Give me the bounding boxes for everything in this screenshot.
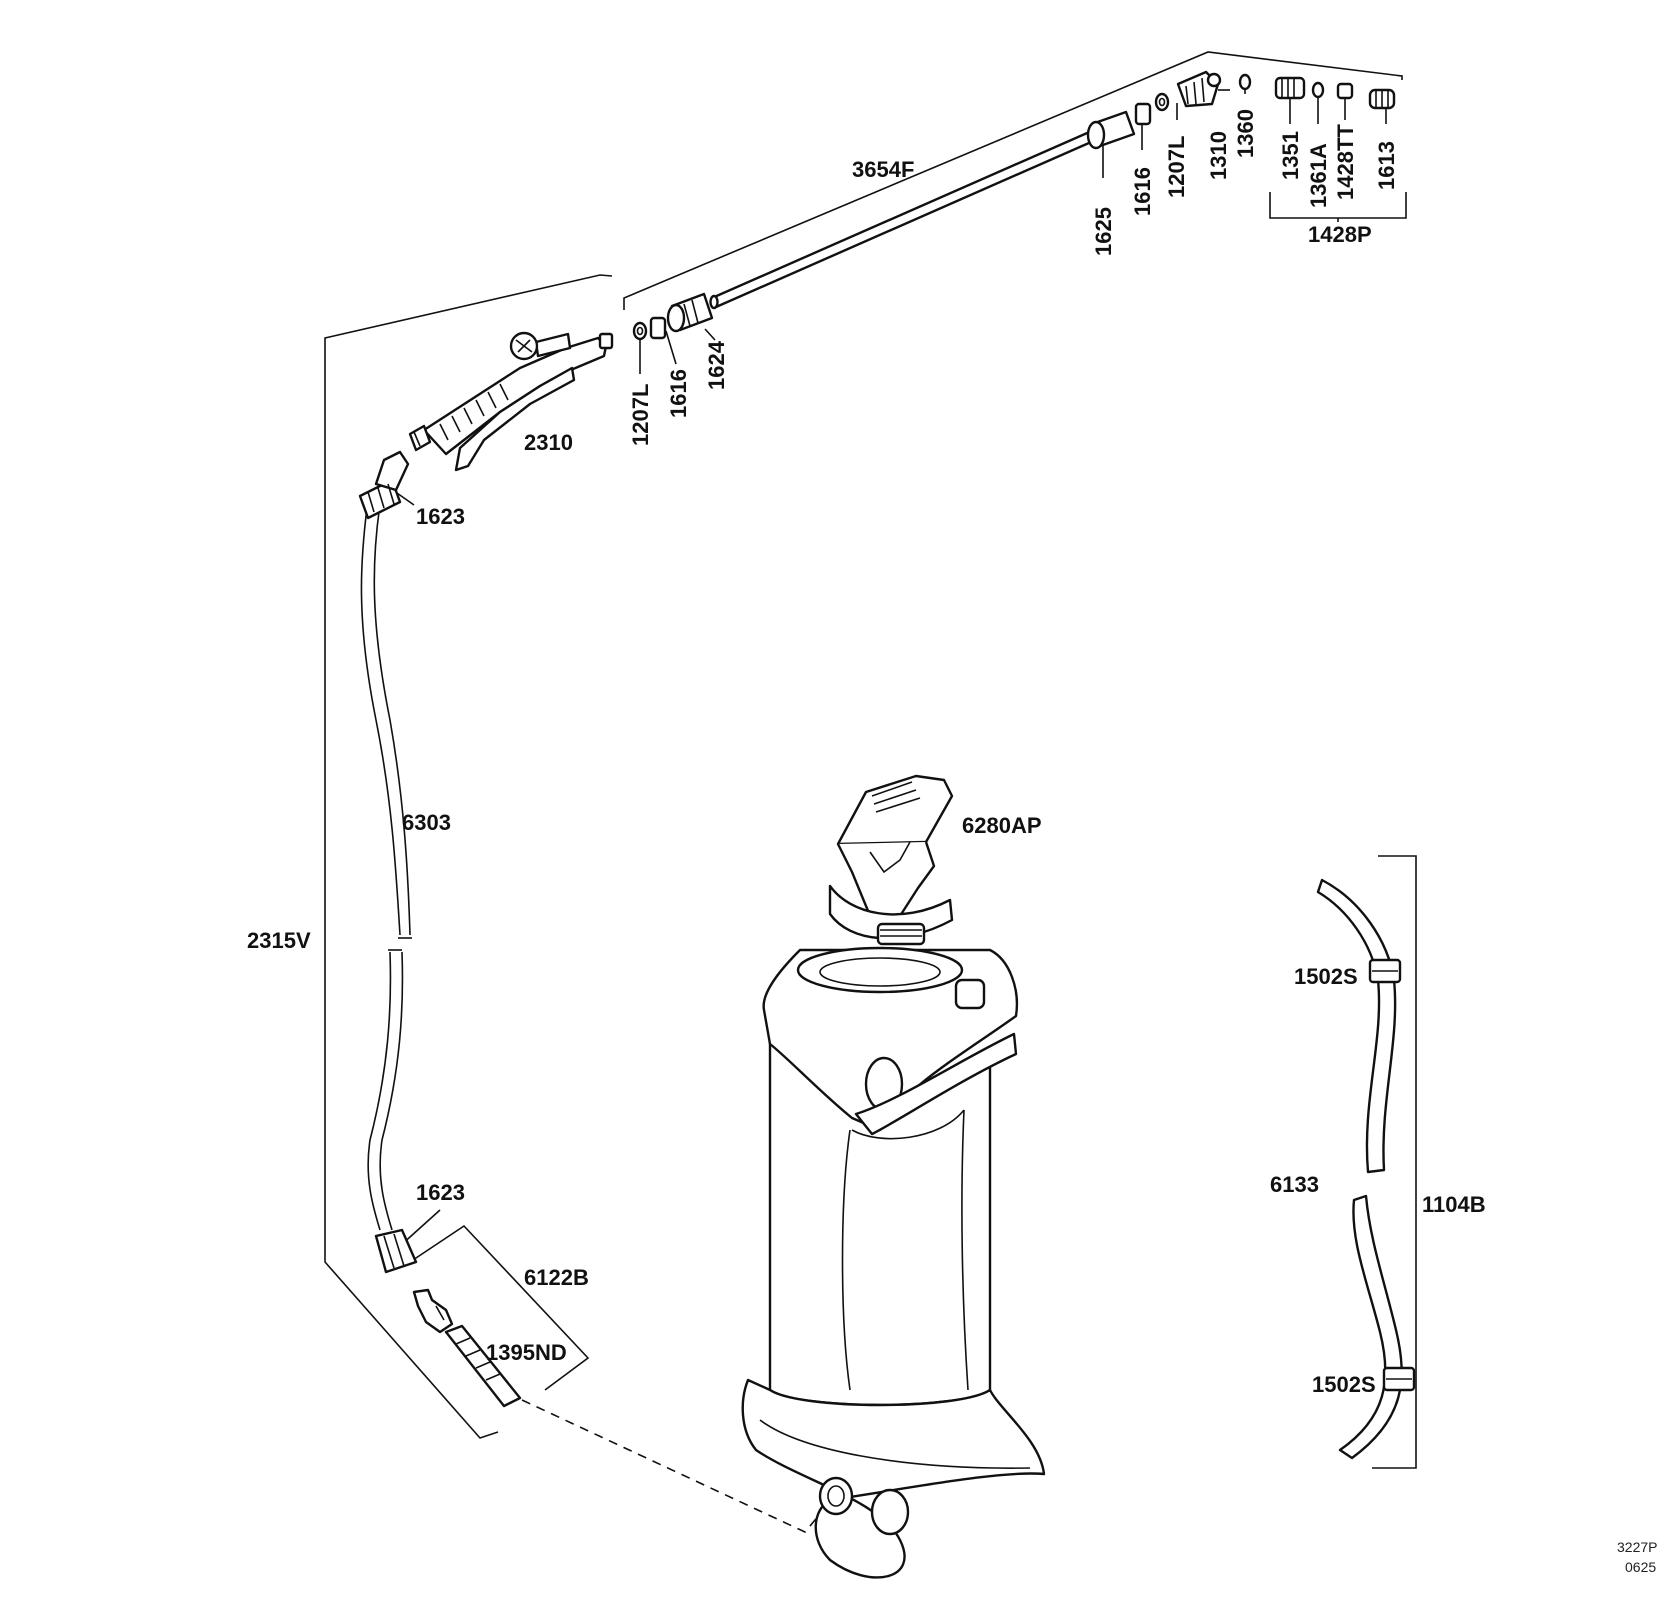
label-3654f: 3654F (852, 157, 914, 182)
tip-1428tt (1336, 82, 1354, 100)
connector-6122b (412, 1288, 454, 1334)
tank-base (741, 1378, 1046, 1579)
label-6303: 6303 (402, 810, 451, 835)
washer-1207l-mid (632, 321, 648, 341)
label-6280ap: 6280AP (962, 813, 1042, 838)
tank-body (762, 946, 1019, 1407)
label-1625: 1625 (1091, 207, 1116, 256)
label-1623-top: 1623 (416, 504, 465, 529)
label-1616-top: 1616 (1130, 167, 1155, 216)
washer-1360 (1238, 73, 1252, 91)
label-1623-bottom: 1623 (416, 1180, 465, 1205)
ferrule-1616-top (1134, 102, 1152, 126)
bracket-1428p (1269, 192, 1407, 222)
label-1207l-top: 1207L (1164, 136, 1189, 198)
label-1616-mid: 1616 (666, 369, 691, 418)
label-1351: 1351 (1278, 131, 1303, 180)
label-1207l-mid: 1207L (628, 384, 653, 446)
drawing-code-line2: 0625 (1625, 1559, 1656, 1575)
label-2315v: 2315V (247, 928, 311, 953)
pump-handle-6280ap (828, 774, 954, 946)
label-6133: 6133 (1270, 1172, 1319, 1197)
bracket-2315v (324, 274, 613, 1439)
drawing-code-line1: 3227P (1617, 1539, 1657, 1555)
trigger-handle-2310 (408, 331, 614, 472)
filter-1395nd (444, 1324, 522, 1408)
label-1502s-bottom: 1502S (1312, 1372, 1376, 1397)
nut-1624 (666, 292, 714, 333)
label-2310: 2310 (524, 430, 573, 455)
fitting-1623-bottom (374, 1228, 418, 1274)
buckle-1502s-top (1368, 958, 1402, 984)
cap-1613 (1368, 88, 1396, 110)
dashed-connector (521, 1399, 826, 1533)
hose-6303 (360, 499, 412, 1231)
label-1104b: 1104B (1422, 1192, 1486, 1217)
label-1361a: 1361A (1306, 143, 1331, 208)
label-6122b: 6122B (524, 1265, 589, 1290)
label-1310: 1310 (1206, 131, 1231, 180)
label-1395nd: 1395ND (486, 1340, 567, 1365)
washer-1207l-top (1154, 92, 1170, 112)
part-labels: 3654F 1625 1616 1207L 1310 1360 1351 136… (247, 109, 1486, 1397)
label-1428p: 1428P (1308, 222, 1372, 247)
bracket-1104b (1372, 855, 1417, 1469)
label-1428tt: 1428TT (1333, 124, 1358, 200)
label-1624: 1624 (704, 340, 729, 390)
strap-6133 (1316, 878, 1403, 1460)
bracket-lance-assembly (623, 51, 1403, 310)
nut-1625 (1086, 110, 1136, 150)
drawing-code: 3227P 0625 (1617, 1539, 1657, 1575)
bracket-6122b (409, 1224, 590, 1391)
fitting-1623-top (358, 450, 410, 520)
ferrule-1616-mid (649, 316, 667, 340)
buckle-1502s-bottom (1382, 1366, 1416, 1392)
elbow-1310 (1176, 70, 1222, 108)
label-1613: 1613 (1374, 141, 1399, 190)
label-1502s-top: 1502S (1294, 964, 1358, 989)
label-1360: 1360 (1233, 109, 1258, 158)
nozzle-body-1351 (1274, 76, 1306, 100)
washer-1361a (1311, 81, 1325, 99)
